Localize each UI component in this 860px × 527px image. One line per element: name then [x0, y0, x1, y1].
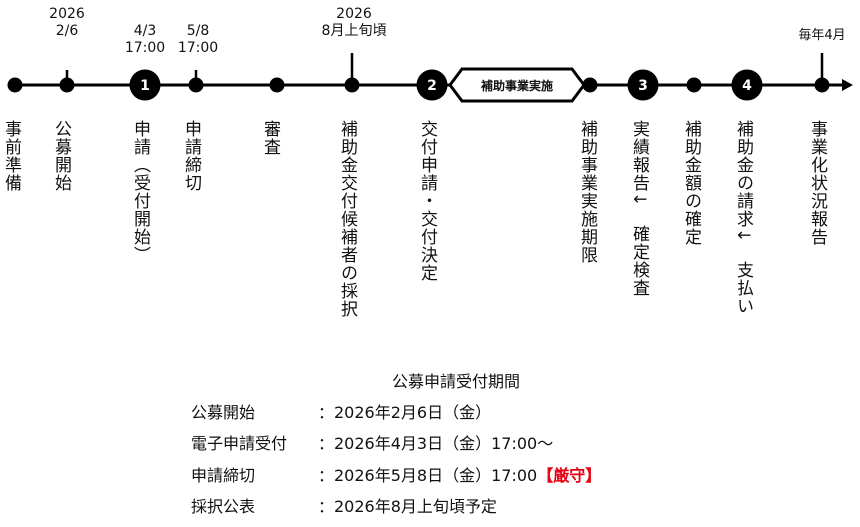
step-circle-3	[627, 69, 659, 101]
milestone-label: 実績報告↓ 確定検査	[629, 120, 649, 298]
date-label: 毎年4月	[798, 28, 846, 43]
schedule-label: 採択公表	[191, 497, 256, 516]
step-circle-4	[731, 69, 763, 101]
arrow-head-icon	[842, 79, 853, 91]
schedule-label: 公募開始	[191, 403, 256, 422]
milestone-dot	[188, 77, 204, 93]
schedule-label: 電子申請受付	[191, 434, 288, 453]
phase-hexagon	[448, 67, 586, 103]
milestone-dot	[59, 77, 75, 93]
milestone-label: 公募開始	[51, 120, 71, 192]
milestone-label: 事前準備	[1, 120, 21, 192]
milestone-dot	[344, 77, 360, 93]
milestone-label: 審査	[260, 120, 280, 156]
phase-label: 補助事業実施	[480, 78, 553, 93]
milestone-label: 事業化状況報告	[807, 120, 827, 246]
step-circle-1	[129, 69, 161, 101]
milestone-label: 補助金の請求↓ 支払い	[733, 120, 753, 316]
milestone-label: 交付申請・交付決定	[417, 120, 437, 282]
milestone-dot	[686, 77, 702, 93]
milestone-label: 補助金交付候補者の採択	[337, 120, 357, 318]
schedule-title: 公募申請受付期間	[392, 372, 521, 391]
schedule-label: 申請締切	[191, 466, 256, 485]
step-number: 2	[427, 78, 437, 94]
schedule-value: ：2026年5月8日（金）17:00【厳守】	[318, 466, 602, 485]
milestone-dot	[582, 77, 598, 93]
strict-note: 【厳守】	[537, 466, 602, 485]
milestone-dot	[814, 77, 830, 93]
milestone-label: 申請締切	[181, 120, 201, 192]
schedule-value: ：2026年8月上旬頃予定	[318, 497, 497, 516]
step-number: 4	[742, 78, 752, 94]
step-circle-2	[416, 69, 448, 101]
schedule-value: ：2026年4月3日（金）17:00～	[318, 434, 554, 453]
milestone-label: 申請（受付開始）	[130, 120, 150, 264]
milestone-label: 補助金額の確定	[681, 120, 701, 246]
milestone-dot	[7, 77, 23, 93]
step-number: 1	[140, 78, 150, 94]
step-number: 3	[638, 78, 648, 94]
timeline-graphic: 1 2 3 4 補助事業実施	[7, 53, 853, 103]
milestone-label: 補助事業実施期限	[577, 120, 597, 264]
milestone-dot	[269, 77, 285, 93]
schedule-value: ：2026年2月6日（金）	[318, 403, 492, 422]
